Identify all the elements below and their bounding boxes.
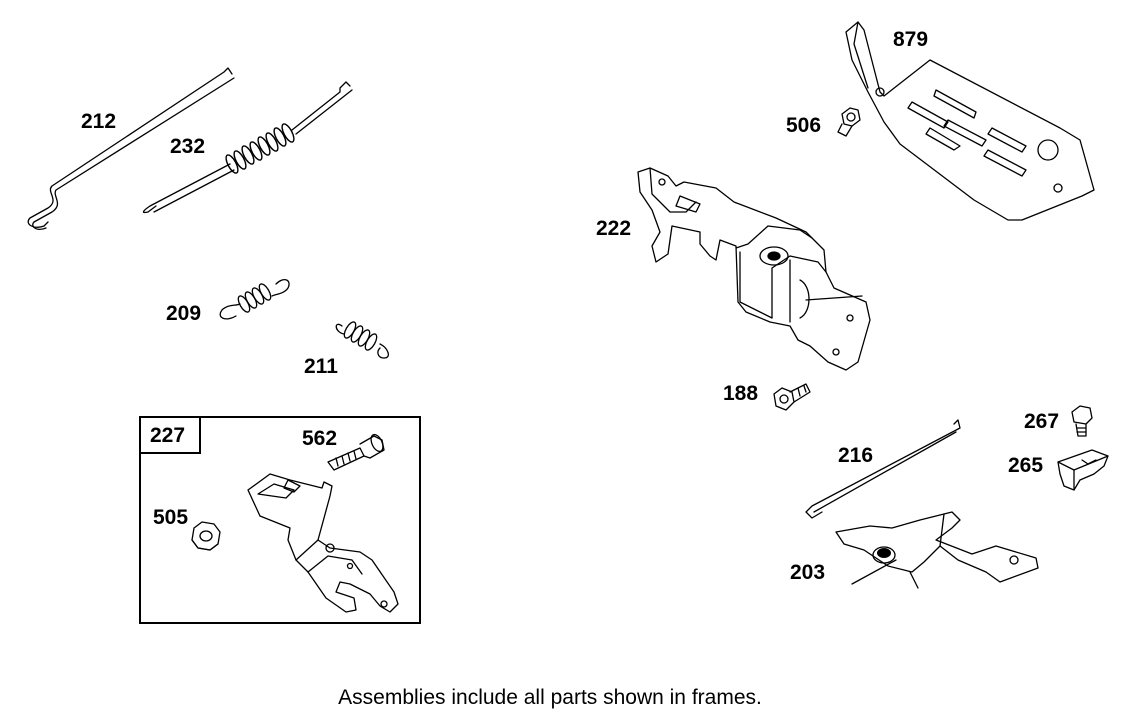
part-label-227: 227 <box>150 424 186 447</box>
long-spring-232-icon <box>142 81 353 214</box>
part-label-267: 267 <box>1024 410 1060 433</box>
part-label-209: 209 <box>166 302 202 325</box>
part-label-211: 211 <box>304 355 338 378</box>
part-label-505: 505 <box>153 506 189 529</box>
assembly-frame-tag: 227 <box>141 418 201 454</box>
part-label-506: 506 <box>786 114 822 137</box>
diagram-caption: Assemblies include all parts shown in fr… <box>338 686 762 709</box>
screw-188-icon <box>773 383 811 411</box>
part-label-879: 879 <box>893 28 929 51</box>
governor-bracket-222-icon <box>637 167 871 371</box>
control-lever-227-icon <box>247 473 399 613</box>
control-plate-203-icon <box>835 511 1039 589</box>
part-label-562: 562 <box>302 427 338 450</box>
spring-211-icon <box>335 321 390 359</box>
clip-265-icon <box>1057 449 1109 491</box>
part-label-203: 203 <box>790 561 826 584</box>
part-label-188: 188 <box>723 382 759 405</box>
screw-267-icon <box>1071 405 1093 437</box>
part-label-232: 232 <box>170 135 206 158</box>
part-label-212: 212 <box>81 110 117 133</box>
screw-506-icon <box>837 107 861 137</box>
spring-209-icon <box>219 278 290 320</box>
part-label-222: 222 <box>596 217 632 240</box>
assembly-frame: 227 <box>139 416 421 624</box>
shoulder-screw-562-icon <box>327 433 385 471</box>
vented-shield-879-icon <box>845 21 1095 221</box>
link-rod-216-icon <box>805 419 961 519</box>
hex-nut-505-icon <box>191 521 221 551</box>
part-label-216: 216 <box>838 444 874 467</box>
link-rod-212-icon <box>27 67 235 230</box>
part-label-265: 265 <box>1008 454 1044 477</box>
